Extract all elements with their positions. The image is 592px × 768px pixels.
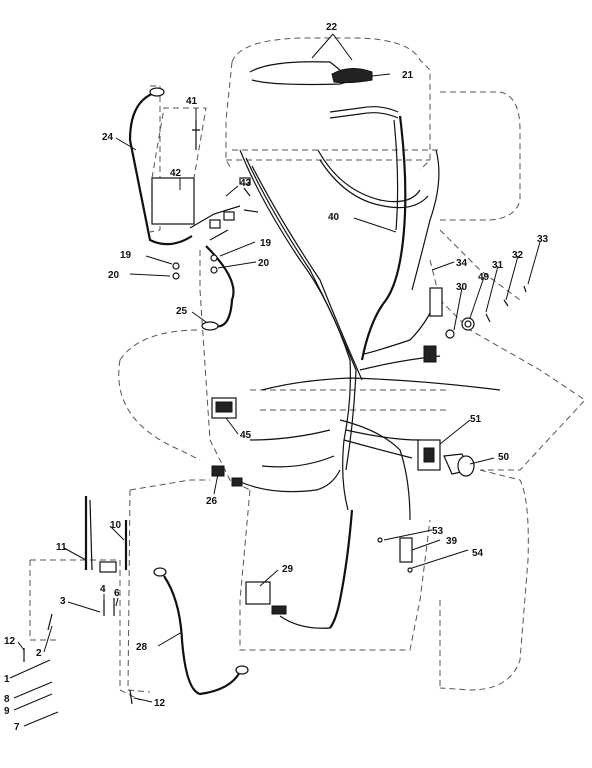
callout-6: 6	[114, 588, 120, 599]
callout-25: 25	[176, 306, 188, 317]
callout-22: 22	[326, 22, 338, 33]
battery-assembly	[128, 87, 259, 331]
callout-7: 7	[14, 722, 20, 733]
callout-45: 45	[240, 430, 252, 441]
callout-3: 3	[60, 596, 66, 607]
callout-30: 30	[456, 282, 468, 293]
callout-24: 24	[102, 132, 114, 143]
callout-10: 10	[110, 520, 122, 531]
callout-41: 41	[186, 96, 198, 107]
callout-2: 2	[36, 648, 42, 659]
battery-box	[151, 177, 195, 225]
callout-51: 51	[470, 414, 482, 425]
callout-4: 4	[100, 584, 106, 595]
callout-12a: 12	[4, 636, 16, 647]
callout-34: 34	[456, 258, 468, 269]
callout-28: 28	[136, 642, 148, 653]
ground-cable-28	[163, 575, 241, 696]
battery-cable-25	[205, 245, 235, 328]
callout-49: 49	[478, 272, 490, 283]
coiled-loom-40	[360, 115, 407, 361]
callout-50: 50	[498, 452, 510, 463]
callout-42: 42	[170, 168, 182, 179]
callout-43: 43	[240, 178, 252, 189]
lower-left-parts	[23, 496, 249, 705]
callout-39: 39	[446, 536, 458, 547]
tractor-outline	[29, 37, 586, 701]
relay-29	[245, 581, 271, 605]
part-41	[192, 120, 200, 150]
callout-8: 8	[4, 694, 10, 705]
callout-19a: 19	[120, 250, 132, 261]
lower-coiled-loom	[329, 509, 354, 629]
battery-cable-24	[128, 90, 193, 246]
callout-53: 53	[432, 526, 444, 537]
callout-19b: 19	[260, 238, 272, 249]
callout-9: 9	[4, 706, 10, 717]
leader-lines	[9, 33, 541, 727]
callout-11: 11	[56, 542, 67, 553]
bracket-39	[399, 537, 413, 563]
connector-21	[331, 68, 373, 84]
callout-20b: 20	[258, 258, 270, 269]
callout-21: 21	[402, 70, 414, 81]
callout-26: 26	[206, 496, 218, 507]
callout-40: 40	[328, 212, 340, 223]
main-wiring-harness	[235, 61, 501, 629]
callout-1: 1	[4, 674, 10, 685]
callout-32: 32	[512, 250, 524, 261]
callout-33: 33	[537, 234, 549, 245]
callout-31: 31	[492, 260, 504, 271]
switch-components	[209, 211, 527, 605]
callout-labels: 22 21 41 24 42 43 40 19 19 20 20 34 33 3…	[4, 22, 549, 733]
callout-20a: 20	[108, 270, 120, 281]
callout-29: 29	[282, 564, 294, 575]
callout-54: 54	[472, 548, 484, 559]
callout-12b: 12	[154, 698, 166, 709]
